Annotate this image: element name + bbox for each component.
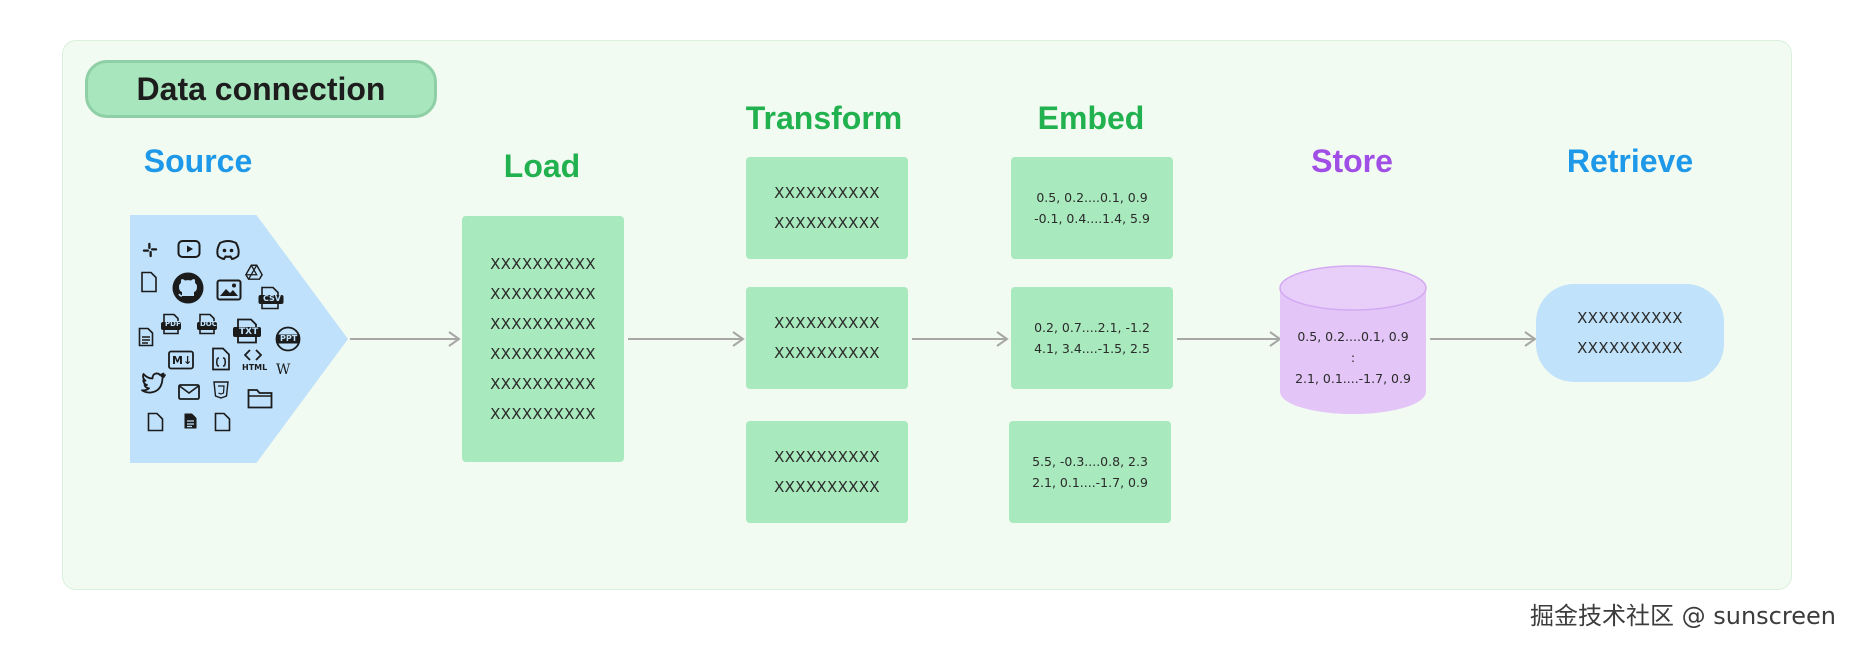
transform-line: XXXXXXXXXX (774, 314, 880, 332)
transform-line: XXXXXXXXXX (774, 448, 880, 466)
file-icon (140, 271, 158, 293)
load-line: XXXXXXXXXX (490, 405, 596, 423)
embed-line: 2.1, 0.1....-1.7, 0.9 (1032, 475, 1148, 490)
transform-box: XXXXXXXXXX XXXXXXXXXX (746, 157, 908, 259)
embed-line: 4.1, 3.4....-1.5, 2.5 (1034, 341, 1150, 356)
store-cylinder (1279, 265, 1427, 414)
stage-heading-retrieve: Retrieve (1566, 143, 1694, 179)
html-label: HTML (242, 363, 268, 372)
embed-box: 0.2, 0.7....2.1, -1.2 4.1, 3.4....-1.5, … (1011, 287, 1173, 389)
image-icon (216, 279, 242, 301)
store-line: : (1350, 350, 1356, 365)
diagram-title: Data connection (85, 60, 437, 118)
page-file-icon (214, 412, 231, 432)
embed-line: -0.1, 0.4....1.4, 5.9 (1034, 211, 1150, 226)
doc-file-label: DOC (200, 320, 217, 328)
store-contents: 0.5, 0.2....0.1, 0.9 : 2.1, 0.1....-1.7,… (1280, 326, 1426, 389)
retrieve-box: XXXXXXXXXX XXXXXXXXXX (1536, 284, 1724, 382)
retrieve-line: XXXXXXXXXX (1577, 339, 1683, 357)
store-line: 2.1, 0.1....-1.7, 0.9 (1295, 371, 1411, 386)
stage-heading-store: Store (1311, 143, 1393, 179)
watermark: 掘金技术社区 @ sunscreen (1530, 602, 1836, 630)
arrowhead-source-load (448, 331, 461, 347)
discord-icon (215, 239, 241, 261)
youtube-icon (177, 239, 201, 259)
diagram-panel (62, 40, 1792, 590)
embed-box: 5.5, -0.3....0.8, 2.3 2.1, 0.1....-1.7, … (1009, 421, 1171, 523)
load-line: XXXXXXXXXX (490, 285, 596, 303)
blank-file-icon (147, 412, 164, 432)
embed-box: 0.5, 0.2....0.1, 0.9 -0.1, 0.4....1.4, 5… (1011, 157, 1173, 259)
stage-heading-source: Source (143, 143, 253, 179)
folder-icon (247, 387, 273, 409)
stage-heading-load: Load (503, 148, 581, 184)
transform-line: XXXXXXXXXX (774, 478, 880, 496)
retrieve-line: XXXXXXXXXX (1577, 309, 1683, 327)
mail-icon (178, 384, 200, 400)
txt-file-icon (232, 318, 262, 344)
css-icon (213, 381, 229, 399)
document-icon (183, 412, 198, 430)
csv-file-label: CSV (263, 294, 281, 303)
wikipedia-icon: W (276, 362, 291, 378)
transform-box: XXXXXXXXXX XXXXXXXXXX (746, 287, 908, 389)
csv-file-icon (258, 286, 284, 310)
load-line: XXXXXXXXXX (490, 255, 596, 273)
transform-line: XXXXXXXXXX (774, 214, 880, 232)
ppt-file-label: PPT (280, 334, 298, 343)
markdown-label: M↓ (172, 354, 193, 367)
embed-line: 5.5, -0.3....0.8, 2.3 (1032, 454, 1148, 469)
stage-heading-embed: Embed (1037, 100, 1145, 136)
txt-file-label: TXT (239, 327, 259, 337)
load-line: XXXXXXXXXX (490, 375, 596, 393)
google-drive-icon (245, 263, 263, 281)
transform-line: XXXXXXXXXX (774, 184, 880, 202)
slack-icon (141, 241, 159, 259)
pdf-file-label: PDF (165, 320, 181, 328)
github-icon (171, 271, 205, 305)
markdown-icon (168, 350, 194, 370)
load-line: XXXXXXXXXX (490, 345, 596, 363)
load-line: XXXXXXXXXX (490, 315, 596, 333)
load-box: XXXXXXXXXX XXXXXXXXXX XXXXXXXXXX XXXXXXX… (462, 216, 624, 462)
arrowhead-transform-embed (996, 331, 1009, 347)
text-file-icon (138, 327, 154, 347)
transform-line: XXXXXXXXXX (774, 344, 880, 362)
code-icon (244, 349, 262, 361)
transform-box: XXXXXXXXXX XXXXXXXXXX (746, 421, 908, 523)
arrowhead-load-transform (732, 331, 745, 347)
store-line: 0.5, 0.2....0.1, 0.9 (1297, 329, 1409, 344)
doc-file-icon (196, 313, 218, 335)
json-file-icon (211, 347, 231, 371)
arrowhead-store-retrieve (1524, 331, 1537, 347)
stage-heading-transform: Transform (745, 100, 903, 136)
embed-line: 0.5, 0.2....0.1, 0.9 (1036, 190, 1148, 205)
twitter-icon (141, 372, 167, 394)
ppt-file-icon (275, 326, 301, 352)
embed-line: 0.2, 0.7....2.1, -1.2 (1034, 320, 1150, 335)
pdf-file-icon (160, 313, 182, 335)
